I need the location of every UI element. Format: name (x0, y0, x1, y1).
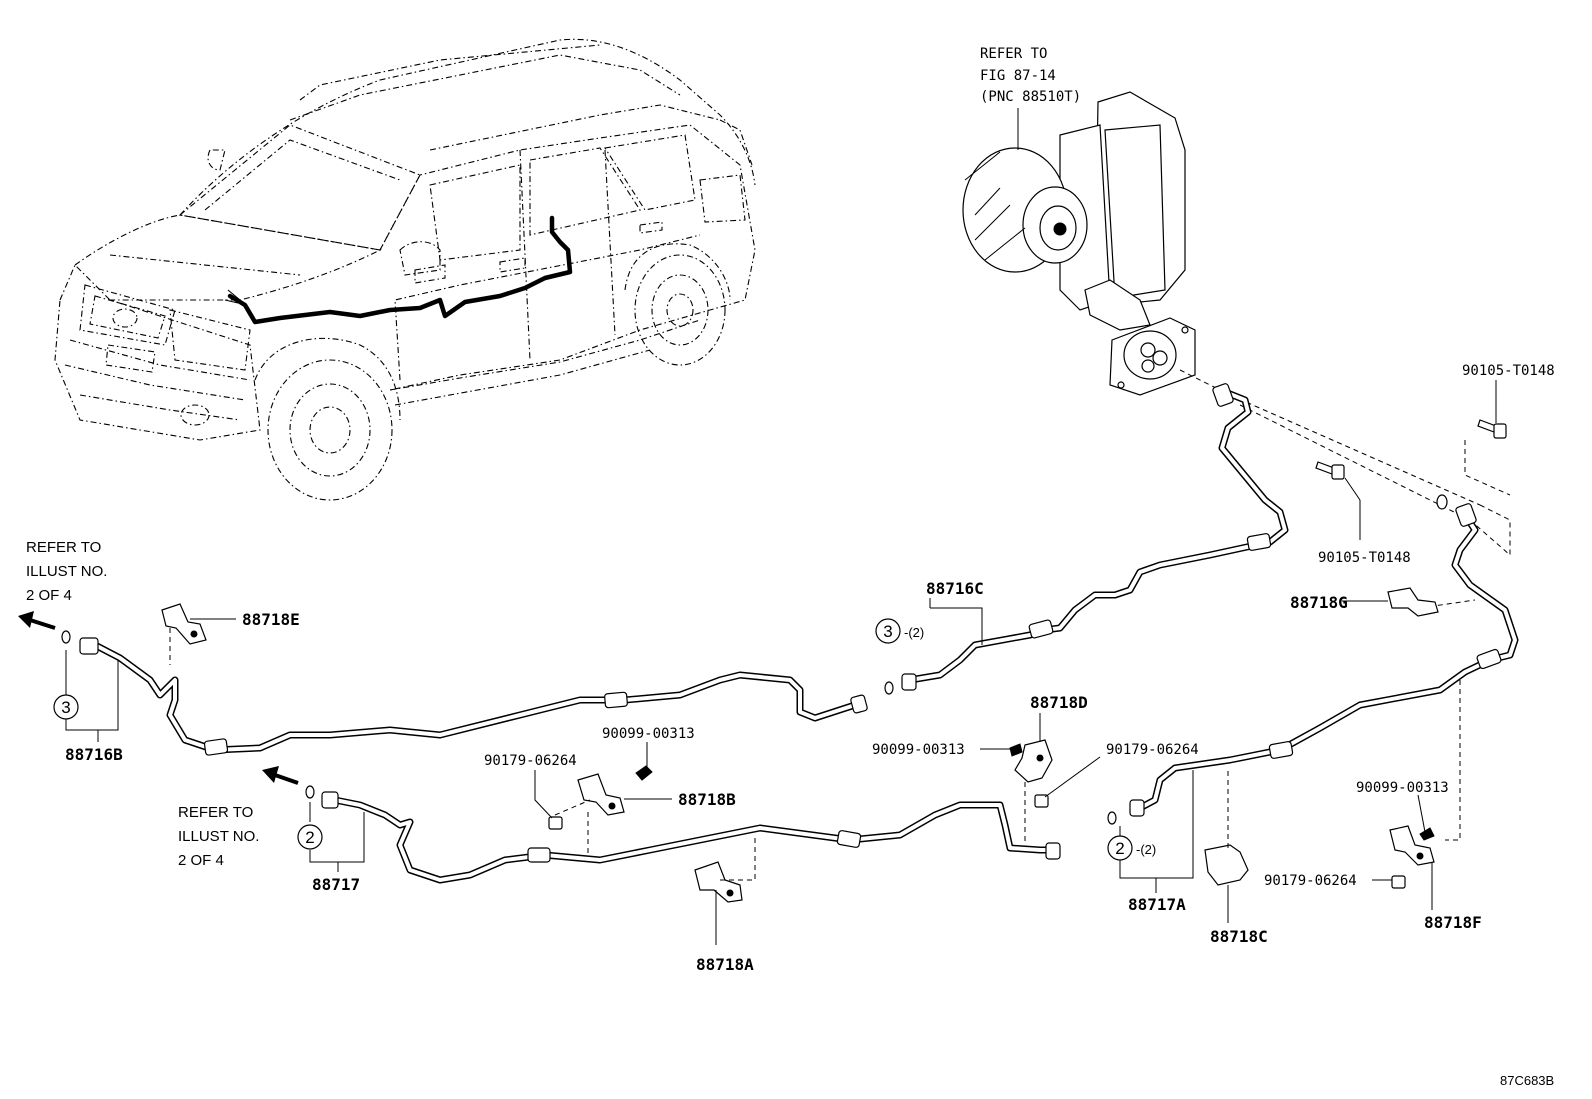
refer-mid-line2: ILLUST NO. (178, 828, 259, 845)
label-88718E: 88718E (242, 610, 300, 629)
callout-3-left: 3 (61, 698, 70, 717)
refer-mid-line3: 2 OF 4 (178, 852, 224, 869)
bracket-88718D (1014, 739, 1053, 783)
label-88717: 88717 (312, 875, 360, 894)
pipe-assembly (61, 383, 1519, 884)
label-bolt-top: 90105-T0148 (1462, 363, 1555, 379)
label-88716B: 88716B (65, 745, 123, 764)
arrow-left-icon (262, 766, 299, 785)
label-nut-left: 90179-06264 (484, 753, 577, 769)
label-88718G: 88718G (1290, 593, 1348, 612)
refer-top-line1: REFER TO (26, 539, 101, 556)
nut-right (1391, 875, 1406, 889)
label-nut-mid: 90179-06264 (1106, 742, 1199, 758)
nut-left (548, 816, 563, 830)
figure-id: 87C683B (1500, 1073, 1554, 1088)
label-screw-88718F: 90099-00313 (1356, 780, 1449, 796)
callout-2-right-qty: -(2) (1136, 842, 1156, 857)
bracket-88718C (1204, 844, 1249, 886)
label-88718D: 88718D (1030, 693, 1088, 712)
label-88718C: 88718C (1210, 927, 1268, 946)
refer-mid-line1: REFER TO (178, 804, 253, 821)
bolt-top (1477, 419, 1507, 439)
bracket-88718A (694, 861, 743, 903)
nut-mid (1034, 794, 1049, 808)
label-88718A: 88718A (696, 955, 754, 974)
screw-88718B (635, 765, 653, 781)
refer-top-line2: ILLUST NO. (26, 563, 107, 580)
blower-ref-line1: REFER TO (980, 46, 1047, 62)
arrow-left-icon (18, 611, 56, 630)
label-bolt-mid: 90105-T0148 (1318, 550, 1411, 566)
blower-ref-line3: (PNC 88510T) (980, 89, 1081, 105)
callout-3-right-qty: -(2) (904, 625, 924, 640)
label-88717A: 88717A (1128, 895, 1186, 914)
label-88718B: 88718B (678, 790, 736, 809)
callout-2-right: 2 (1115, 839, 1124, 858)
bolt-mid (1315, 461, 1345, 480)
vehicle-illustration (54, 38, 756, 501)
bracket-88718E (161, 603, 207, 645)
refer-top-line3: 2 OF 4 (26, 587, 72, 604)
screw-88718D (1009, 743, 1023, 757)
label-screw-88718D: 90099-00313 (872, 742, 965, 758)
label-nut-right: 90179-06264 (1264, 873, 1357, 889)
label-screw-88718B: 90099-00313 (602, 726, 695, 742)
bracket-88718F (1389, 825, 1435, 866)
label-88716C: 88716C (926, 579, 984, 598)
screw-88718F (1419, 827, 1435, 841)
blower-ref-line2: FIG 87-14 (980, 68, 1056, 84)
bracket-88718G (1387, 587, 1439, 617)
callout-2-left: 2 (305, 828, 314, 847)
label-88718F: 88718F (1424, 913, 1482, 932)
callout-3-right: 3 (883, 622, 892, 641)
blower-unit (962, 91, 1196, 396)
bracket-88718B (577, 773, 625, 816)
